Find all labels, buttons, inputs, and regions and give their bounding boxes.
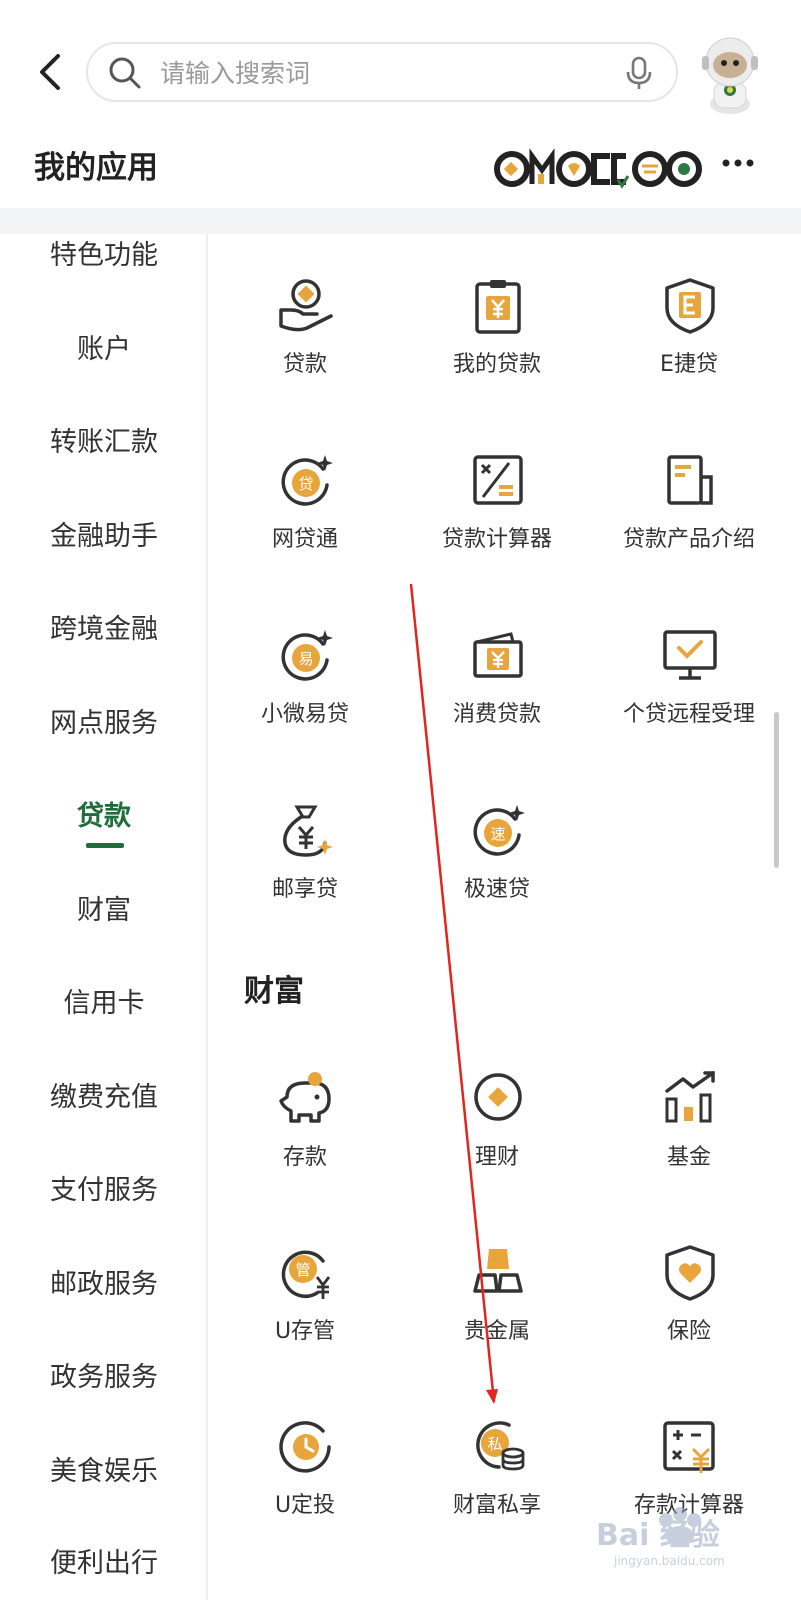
- shield-heart-icon: [665, 1245, 715, 1301]
- sidebar-item-finance-assistant[interactable]: 金融助手: [50, 521, 158, 552]
- app-tile-e-loan[interactable]: E捷贷: [593, 276, 785, 416]
- app-label: 个贷远程受理: [622, 702, 755, 727]
- app-label: 贷款产品介绍: [622, 527, 755, 552]
- clipboard-yuan-icon: [475, 280, 521, 334]
- calculator-icon: [473, 455, 523, 505]
- sidebar-item-branch-service[interactable]: 网点服务: [50, 708, 158, 739]
- baidu-paw-icon: [659, 1507, 701, 1546]
- category-sidebar: 特色功能 账户 转账汇款 金融助手 跨境金融 网点服务 贷款 财富 信用卡 缴费…: [0, 234, 208, 1600]
- app-label: U定投: [274, 1493, 336, 1518]
- watermark: Bai 经验 jingyan.baidu.com: [596, 1498, 796, 1578]
- app-tile-loan[interactable]: 贷款: [209, 276, 401, 416]
- circle-clock-icon: [279, 1421, 331, 1473]
- section-title-wealth: 财富: [244, 974, 304, 1009]
- app-label: 贷款: [282, 352, 327, 377]
- app-label: 财富私享: [452, 1493, 541, 1518]
- avatar[interactable]: [692, 30, 768, 116]
- circle-yi-icon: 易: [281, 630, 333, 681]
- app-label: 贷款计算器: [441, 527, 552, 552]
- app-tile-loan-calculator[interactable]: 贷款计算器: [401, 451, 593, 591]
- bar-chart-icon: [665, 1071, 715, 1123]
- app-label: E捷贷: [660, 352, 718, 377]
- app-label: 理财: [474, 1145, 519, 1170]
- svg-text:易: 易: [298, 650, 313, 668]
- money-bag-icon: [283, 805, 333, 857]
- app-label: U存管: [274, 1319, 336, 1344]
- app-tile-remote-loan[interactable]: 个贷远程受理: [593, 626, 785, 766]
- app-tile-deposit[interactable]: 存款: [209, 1069, 401, 1209]
- app-label: 保险: [666, 1319, 711, 1344]
- app-tile-u-custody[interactable]: 管 U存管: [209, 1243, 401, 1383]
- sidebar-item-wealth[interactable]: 财富: [77, 895, 131, 926]
- app-label: 基金: [666, 1145, 711, 1170]
- monitor-check-icon: [663, 630, 717, 680]
- sidebar-item-food-entertainment[interactable]: 美食娱乐: [50, 1456, 158, 1487]
- shield-e-icon: [665, 278, 715, 334]
- svg-text:速: 速: [490, 825, 505, 843]
- svg-text:贷: 贷: [298, 475, 313, 493]
- search-input[interactable]: [160, 54, 600, 92]
- app-label: 存款计算器: [633, 1493, 744, 1518]
- search-icon: [109, 57, 141, 89]
- brand-logo: [494, 148, 702, 189]
- deposit-calculator-icon: [663, 1421, 715, 1473]
- sidebar-item-bill-payment[interactable]: 缴费充值: [50, 1082, 158, 1113]
- app-tile-loan-products[interactable]: 贷款产品介绍: [593, 451, 785, 591]
- app-tile-express-loan[interactable]: 速 极速贷: [401, 801, 593, 941]
- scrollbar-thumb[interactable]: [774, 712, 779, 868]
- wallet-yuan-icon: [473, 632, 523, 678]
- watermark-url: jingyan.baidu.com: [614, 1554, 725, 1568]
- app-tile-insurance[interactable]: 保险: [593, 1243, 785, 1383]
- app-tile-my-loans[interactable]: 我的贷款: [401, 276, 593, 416]
- document-icon: [667, 455, 713, 505]
- app-tile-wealth-management[interactable]: 理财: [401, 1069, 593, 1209]
- hand-coin-icon: [279, 279, 333, 332]
- sidebar-item-cross-border[interactable]: 跨境金融: [50, 614, 158, 645]
- circle-guan-icon: 管: [281, 1250, 331, 1299]
- sidebar-item-featured[interactable]: 特色功能: [50, 240, 158, 271]
- microphone-icon[interactable]: [624, 56, 654, 90]
- app-label: 极速贷: [463, 877, 530, 902]
- gold-bars-icon: [473, 1249, 523, 1293]
- sidebar-item-transfer[interactable]: 转账汇款: [50, 427, 158, 458]
- svg-text:私: 私: [487, 1435, 502, 1453]
- sidebar-item-postal-service[interactable]: 邮政服务: [50, 1269, 158, 1300]
- circle-diamond-icon: [474, 1073, 522, 1121]
- app-label: 邮享贷: [271, 877, 338, 902]
- sidebar-item-account[interactable]: 账户: [77, 334, 131, 365]
- sidebar-item-travel[interactable]: 便利出行: [50, 1548, 158, 1579]
- watermark-text: Bai 经验: [596, 1518, 720, 1553]
- app-tile-precious-metal[interactable]: 贵金属: [401, 1243, 593, 1383]
- sidebar-item-government[interactable]: 政务服务: [50, 1362, 158, 1393]
- sidebar-item-loans[interactable]: 贷款: [0, 787, 208, 848]
- app-tile-consumer-loan[interactable]: 消费贷款: [401, 626, 593, 766]
- active-indicator: [86, 843, 124, 848]
- sidebar-item-label: 贷款: [77, 801, 131, 832]
- app-tile-private-wealth[interactable]: 私 财富私享: [401, 1417, 593, 1557]
- more-options-icon[interactable]: [718, 148, 758, 178]
- sidebar-item-credit-card[interactable]: 信用卡: [63, 988, 145, 1019]
- app-label: 我的贷款: [452, 352, 541, 377]
- svg-text:管: 管: [295, 1261, 310, 1279]
- app-label: 网贷通: [271, 527, 338, 552]
- app-label: 贵金属: [463, 1319, 530, 1344]
- app-tile-u-investment-plan[interactable]: U定投: [209, 1417, 401, 1557]
- back-arrow-icon[interactable]: [30, 50, 70, 94]
- app-tile-micro-loan[interactable]: 易 小微易贷: [209, 626, 401, 766]
- app-label: 小微易贷: [260, 702, 349, 727]
- app-label: 消费贷款: [452, 702, 541, 727]
- app-tile-post-loan[interactable]: 邮享贷: [209, 801, 401, 941]
- circle-si-icon: 私: [476, 1421, 525, 1471]
- sidebar-item-payment-service[interactable]: 支付服务: [50, 1175, 158, 1206]
- header-divider: [0, 208, 801, 234]
- page-title: 我的应用: [34, 150, 158, 186]
- search-bar[interactable]: [86, 42, 678, 102]
- circle-su-icon: 速: [473, 805, 525, 856]
- circle-dai-icon: 贷: [281, 455, 333, 506]
- app-tile-fund[interactable]: 基金: [593, 1069, 785, 1209]
- piggy-bank-icon: [279, 1072, 331, 1123]
- app-label: 存款: [282, 1145, 327, 1170]
- app-tile-online-loan[interactable]: 贷 网贷通: [209, 451, 401, 591]
- app-tile-deposit-calculator[interactable]: 存款计算器: [593, 1417, 785, 1557]
